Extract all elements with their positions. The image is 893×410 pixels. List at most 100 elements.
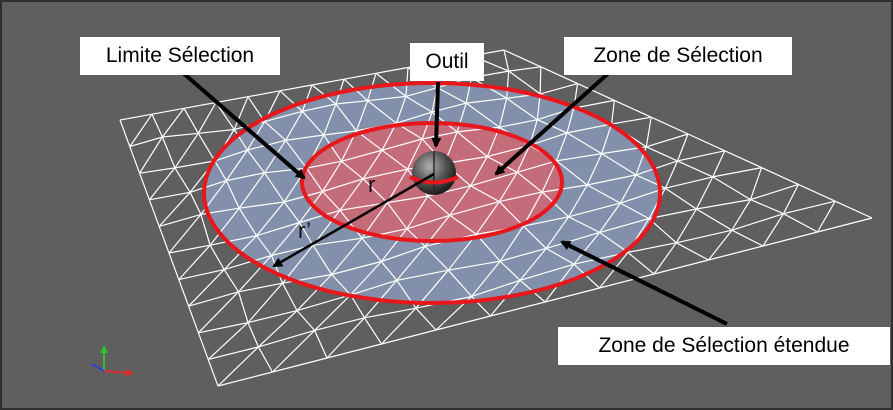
mesh-edge bbox=[148, 167, 176, 201]
mesh-edge bbox=[263, 139, 287, 174]
mesh-edge bbox=[355, 100, 369, 132]
mesh-edge bbox=[381, 149, 408, 170]
mesh-edge bbox=[405, 87, 438, 97]
tool-sphere-icon bbox=[409, 151, 459, 195]
mesh-edge bbox=[546, 231, 600, 249]
mesh-edge bbox=[306, 160, 342, 169]
mesh-edge bbox=[247, 282, 283, 323]
mesh-edge bbox=[285, 134, 324, 141]
mesh-edge bbox=[508, 66, 541, 72]
mesh-edge bbox=[380, 261, 398, 281]
mesh-edge bbox=[301, 110, 325, 136]
radius-r-label: r bbox=[368, 172, 375, 197]
arrow-limit-selection bbox=[180, 70, 306, 180]
mesh-edge bbox=[731, 213, 784, 231]
mesh-edge bbox=[599, 252, 629, 289]
mesh-edge bbox=[653, 242, 677, 275]
mesh-edge bbox=[687, 133, 726, 152]
mesh-edge bbox=[215, 96, 249, 104]
mesh-edge bbox=[566, 132, 603, 155]
mesh-edge bbox=[783, 213, 818, 233]
mesh-edge bbox=[587, 174, 637, 186]
mesh-edge bbox=[296, 294, 351, 312]
mesh-edge bbox=[341, 149, 383, 162]
mesh-edge bbox=[465, 102, 500, 128]
mesh-edge bbox=[311, 78, 345, 86]
mesh-edge bbox=[762, 213, 785, 247]
mesh-edge bbox=[586, 153, 603, 186]
mesh-edge bbox=[197, 291, 239, 334]
mesh-edge bbox=[761, 167, 799, 185]
mesh-edge bbox=[676, 242, 709, 261]
mesh-edge bbox=[620, 187, 666, 204]
mesh-edge bbox=[223, 269, 240, 293]
mesh-edge bbox=[475, 201, 500, 235]
mesh-edge bbox=[381, 245, 426, 263]
mesh-edge bbox=[421, 111, 433, 140]
mesh-edge bbox=[536, 93, 541, 120]
mesh-edge bbox=[556, 153, 602, 162]
mesh-edge bbox=[448, 260, 501, 271]
mesh-edge bbox=[198, 322, 249, 334]
mesh-edge bbox=[284, 190, 323, 203]
label-outil: Outil bbox=[410, 43, 484, 81]
mesh-edge bbox=[139, 172, 150, 201]
mesh-edge bbox=[611, 100, 615, 125]
mesh-edge bbox=[272, 329, 316, 373]
mesh-edge bbox=[519, 248, 547, 281]
mesh-edge bbox=[350, 294, 366, 319]
mesh-edge bbox=[159, 213, 202, 227]
mesh-edge bbox=[503, 49, 542, 68]
label-zone-selection: Zone de Sélection bbox=[564, 37, 792, 75]
mesh-edge bbox=[367, 100, 397, 124]
mesh-edge bbox=[677, 160, 714, 178]
mesh-edge bbox=[279, 84, 313, 92]
radius-r-prime-line bbox=[272, 172, 435, 268]
mesh-edge bbox=[298, 222, 314, 246]
mesh-edge bbox=[188, 269, 225, 307]
mesh-edge bbox=[239, 201, 285, 209]
radius-r-prime-label: r’ bbox=[298, 218, 311, 243]
mesh-edge bbox=[568, 202, 621, 218]
mesh-edge bbox=[313, 237, 363, 246]
mesh-edge bbox=[586, 184, 621, 204]
mesh-edge bbox=[350, 261, 382, 296]
mesh-edge bbox=[209, 244, 225, 270]
mesh-edge bbox=[506, 97, 538, 121]
mesh-edge bbox=[646, 133, 689, 148]
mesh-edge bbox=[712, 150, 726, 178]
mesh-edge bbox=[226, 172, 265, 182]
mesh-edge bbox=[503, 49, 510, 72]
mesh-edge bbox=[363, 317, 383, 345]
mesh-edge bbox=[406, 195, 429, 230]
mesh-edge bbox=[331, 260, 382, 276]
mesh-edge bbox=[314, 294, 352, 331]
mesh-edge bbox=[129, 146, 141, 174]
mesh-edge bbox=[750, 183, 799, 201]
mesh-edge bbox=[361, 228, 408, 239]
mesh-edge bbox=[406, 138, 423, 170]
mesh-edge bbox=[470, 171, 518, 187]
mesh-edge bbox=[499, 225, 524, 262]
mesh-edge bbox=[362, 168, 408, 180]
mesh-edge bbox=[264, 110, 303, 123]
mesh-edge bbox=[257, 310, 298, 348]
mesh-edge bbox=[174, 160, 215, 169]
mesh-edge bbox=[214, 149, 248, 162]
mesh-edge bbox=[148, 199, 160, 227]
mesh-edge bbox=[322, 191, 341, 211]
mesh-edge bbox=[168, 244, 211, 254]
mesh-edge bbox=[545, 247, 575, 265]
mesh-edge bbox=[539, 66, 542, 94]
mesh-edge bbox=[339, 178, 364, 211]
mesh-edge bbox=[224, 254, 272, 271]
mesh-edge bbox=[350, 279, 397, 296]
mesh-edge bbox=[238, 255, 272, 293]
mesh-edge bbox=[139, 136, 163, 174]
mesh-edge bbox=[573, 99, 615, 109]
mesh-edge bbox=[601, 153, 637, 176]
mesh-edge bbox=[209, 207, 240, 246]
mesh-edge bbox=[312, 244, 333, 275]
mesh-edge bbox=[675, 208, 697, 244]
